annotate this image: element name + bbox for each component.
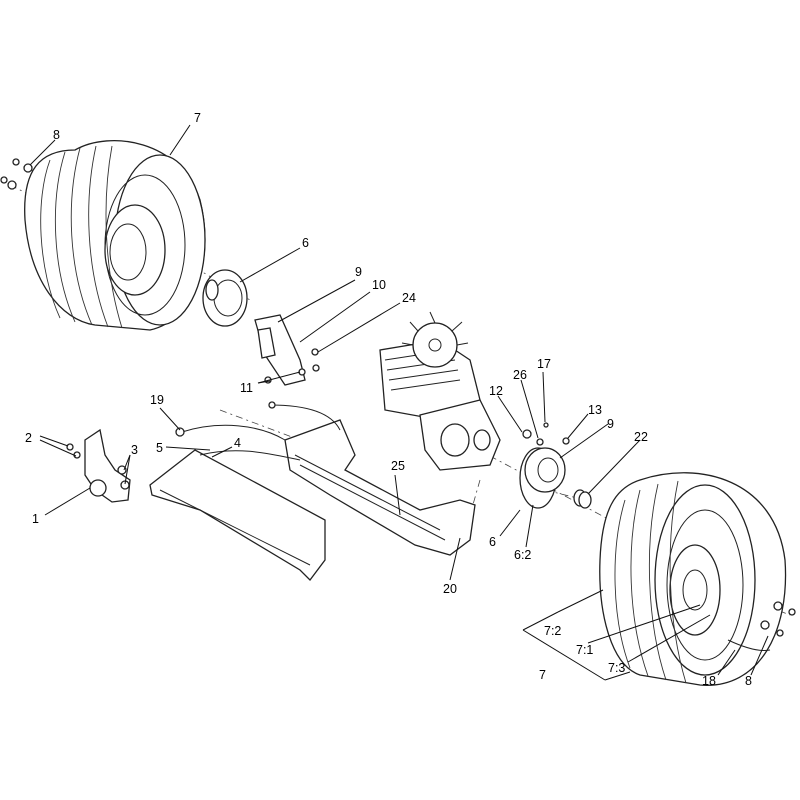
axle-small-parts bbox=[522, 422, 570, 446]
callout-2: 2 bbox=[25, 431, 32, 445]
callout-8-left: 8 bbox=[53, 128, 60, 142]
callout-17: 17 bbox=[537, 357, 551, 371]
callout-9-hub: 9 bbox=[607, 417, 614, 431]
callout-7-right-wheel: 7 bbox=[539, 668, 546, 682]
frame bbox=[149, 419, 476, 581]
pedal-assembly bbox=[66, 428, 131, 503]
callout-5: 5 bbox=[156, 441, 163, 455]
callout-6-2: 6:2 bbox=[514, 548, 531, 562]
callout-25: 25 bbox=[391, 459, 405, 473]
callout-10: 10 bbox=[372, 278, 386, 292]
callout-6-right-hub: 6 bbox=[489, 535, 496, 549]
lug-nuts-left bbox=[0, 158, 33, 190]
right-hub bbox=[519, 447, 587, 509]
callout-7-1: 7:1 bbox=[576, 643, 593, 657]
callout-3: 3 bbox=[131, 443, 138, 457]
callout-4: 4 bbox=[234, 436, 241, 450]
callout-6-left-hub: 6 bbox=[302, 236, 309, 250]
callout-18: 18 bbox=[702, 674, 716, 688]
callout-8-right: 8 bbox=[745, 674, 752, 688]
left-wheel bbox=[24, 140, 206, 331]
callout-26: 26 bbox=[513, 368, 527, 382]
callout-19: 19 bbox=[150, 393, 164, 407]
callout-24: 24 bbox=[402, 291, 416, 305]
callout-7-3: 7:3 bbox=[608, 661, 625, 675]
brake-bracket bbox=[254, 314, 320, 386]
cable-harness bbox=[175, 401, 341, 461]
right-wheel-small-parts bbox=[578, 491, 796, 651]
callout-12: 12 bbox=[489, 384, 503, 398]
callout-1: 1 bbox=[32, 512, 39, 526]
callout-9-bracket: 9 bbox=[355, 265, 362, 279]
leader-lines bbox=[29, 124, 769, 681]
transaxle-assembly bbox=[379, 311, 501, 471]
callout-7-left-wheel: 7 bbox=[194, 111, 201, 125]
callout-20: 20 bbox=[443, 582, 457, 596]
callout-labels: 8 7 6 9 10 24 11 19 2 3 5 4 1 25 20 12 2… bbox=[25, 111, 752, 688]
left-hub bbox=[202, 269, 248, 327]
callout-22: 22 bbox=[634, 430, 648, 444]
callout-7-2: 7:2 bbox=[544, 624, 561, 638]
right-wheel bbox=[599, 472, 787, 686]
callout-11: 11 bbox=[240, 381, 253, 395]
callout-13: 13 bbox=[588, 403, 602, 417]
